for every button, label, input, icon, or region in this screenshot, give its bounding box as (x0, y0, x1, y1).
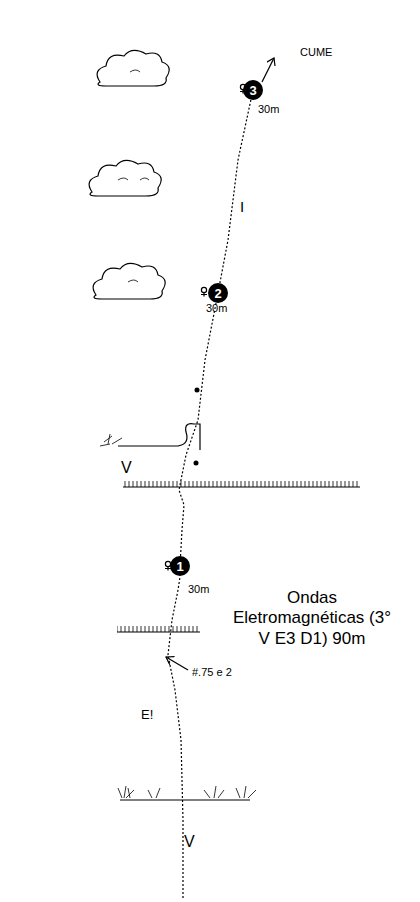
route-label: CUME (300, 46, 332, 59)
belay-number: 3 (249, 83, 256, 98)
belay-number: 1 (176, 559, 183, 574)
route-label: V (184, 832, 195, 851)
belay-station: 3 (243, 80, 263, 100)
route-label: I (240, 198, 244, 216)
route-label: E! (141, 707, 153, 723)
route-line (179, 303, 216, 556)
route-label: 30m (206, 302, 227, 315)
route-name: Ondas Eletromagnéticas (3° V E3 D1) 90m (232, 588, 392, 649)
route-line (220, 100, 251, 283)
belay-number: 2 (214, 286, 221, 301)
belay-station: 2 (208, 283, 228, 303)
belay-station: 1 (170, 556, 190, 576)
route-label: 30m (258, 103, 279, 116)
route-label: 30m (188, 583, 209, 596)
route-label: V (121, 458, 132, 477)
route-label: #.75 e 2 (192, 666, 232, 679)
